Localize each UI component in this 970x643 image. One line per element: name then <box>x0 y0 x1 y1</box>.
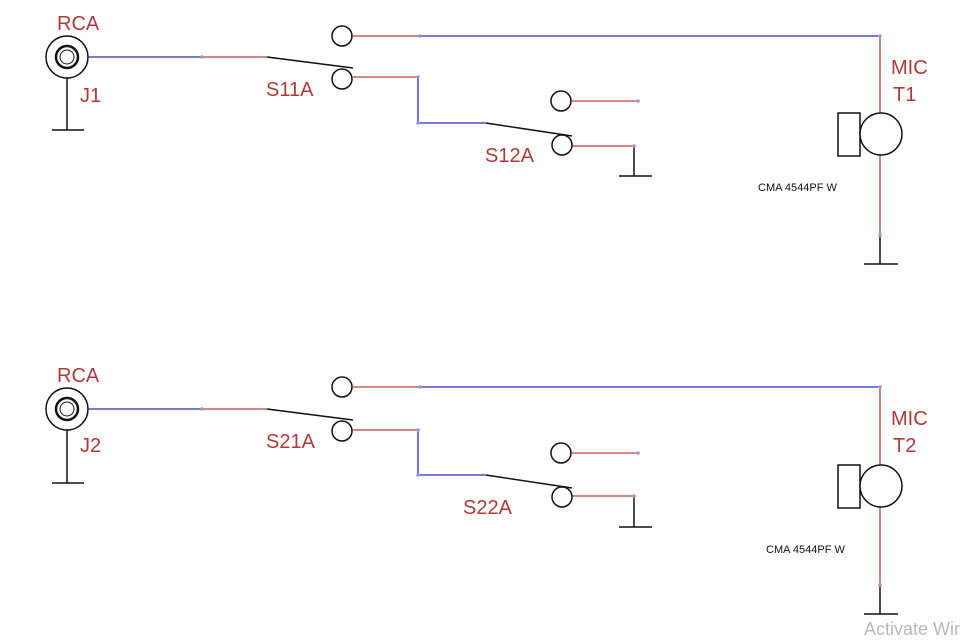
switch1-ref-label: S21A <box>266 431 316 453</box>
switch2-ref-label: S22A <box>463 497 513 519</box>
microphone-t1 <box>837 112 903 157</box>
circuit-1: RCA J1 <box>45 13 928 265</box>
switch2-ref-label: S12A <box>485 145 535 167</box>
connector-ref-label: J2 <box>80 435 101 457</box>
switch-s12a <box>550 90 573 156</box>
mic-ref-label: T1 <box>893 84 916 106</box>
switch-s22a <box>550 442 573 508</box>
rca-jack-j1 <box>45 35 89 131</box>
junction-nodes-1 <box>200 34 882 237</box>
rca-jack-j2 <box>45 387 89 484</box>
mic-type-label: MIC <box>891 57 928 79</box>
circuit-2: RCA J2 <box>45 365 928 615</box>
connector-type-label: RCA <box>57 365 100 387</box>
connector-type-label: RCA <box>57 13 100 35</box>
wires-2 <box>88 386 898 615</box>
wires-1 <box>88 35 898 265</box>
switch-s21a <box>331 376 353 442</box>
mic-part-label: CMA 4544PF W <box>758 182 837 194</box>
switch1-ref-label: S11A <box>266 79 314 101</box>
connector-ref-label: J1 <box>80 85 101 107</box>
junction-nodes-2 <box>200 385 882 587</box>
mic-ref-label: T2 <box>893 435 916 457</box>
switch-s11a <box>331 25 353 90</box>
mic-part-label: CMA 4544PF W <box>766 544 845 556</box>
microphone-t2 <box>837 464 903 509</box>
activation-watermark: Activate Wir <box>864 619 961 639</box>
mic-type-label: MIC <box>891 408 928 430</box>
